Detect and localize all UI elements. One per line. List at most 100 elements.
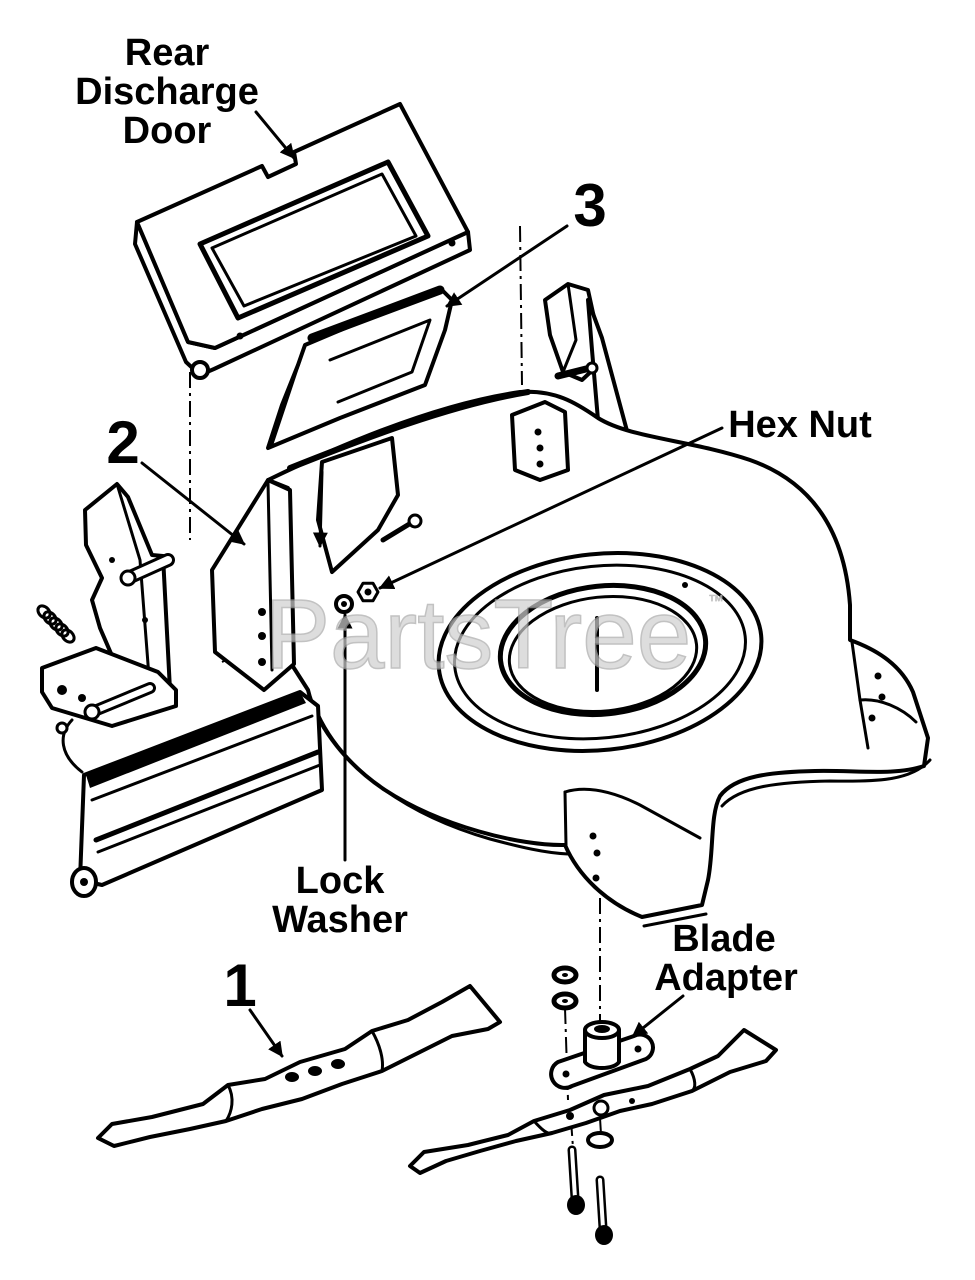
adjuster-wire-ring	[55, 721, 69, 735]
rear-discharge-door-hinge-curl	[190, 360, 210, 380]
front-housing-hole-2	[593, 849, 601, 857]
label-item-3: 3	[573, 172, 606, 239]
side-plate-bend	[266, 480, 274, 672]
label-blade-adapter: Blade Adapter	[654, 918, 798, 999]
blade-2-twist-left	[532, 1119, 554, 1135]
side-plate-hole-3	[258, 658, 266, 666]
adapter-washer-lower-hole	[562, 999, 568, 1003]
front-housing-hole-3	[592, 874, 600, 882]
rear-axle	[554, 364, 594, 380]
label-lock-washer-line-1: Lock	[296, 860, 386, 902]
label-rear-discharge-door-line-3: Door	[123, 110, 212, 152]
adjuster-pin-end	[119, 569, 137, 587]
adjuster-bracket-bend	[115, 482, 152, 692]
front-housing-side-edge	[563, 790, 568, 847]
spring-coil-2	[42, 610, 58, 626]
blade-adapter-hub	[583, 1028, 621, 1070]
adjuster-lever-plate	[40, 646, 178, 728]
deck-skirt-front	[642, 912, 708, 928]
adjuster-lever-hole-1	[57, 685, 67, 695]
flap-hinge-rod	[307, 285, 445, 343]
label-lock-washer-line-2: Washer	[272, 899, 408, 941]
label-rear-discharge-door-line-1: Rear	[125, 32, 210, 74]
blade-1-hole-3	[331, 1059, 345, 1069]
side-plate-hole-2	[258, 632, 266, 640]
deck-middle-ring	[453, 563, 747, 741]
blade-adapter-hole-right	[634, 1045, 642, 1053]
blade-adapter-bore	[594, 1025, 610, 1033]
label-blade-adapter-line-1: Blade	[672, 918, 775, 960]
rear-roller-stripe-1	[90, 714, 314, 802]
rear-roller-stripe-3	[96, 763, 322, 854]
blade-bolt-2-head	[595, 1225, 613, 1245]
deck-hole	[682, 582, 688, 588]
label-lock-washer: Lock Washer	[272, 860, 408, 941]
front-housing-hole-1	[589, 832, 597, 840]
label-rear-discharge-door: Rear Discharge Door	[75, 32, 259, 152]
right-corner-hole-1	[874, 672, 882, 680]
right-corner-housing-top	[858, 698, 918, 724]
adjuster-rod-end	[83, 703, 101, 721]
leader-blade-adapter	[631, 994, 685, 1038]
rear-discharge-door-hole-left	[236, 332, 244, 340]
rear-discharge-door-window-outer	[197, 159, 431, 321]
washer-alignment-line	[564, 1007, 569, 1101]
blade-adapter-hole-left	[562, 1070, 570, 1078]
adjuster-lever-hole-2	[78, 694, 86, 702]
baffle-bolt-shaft	[380, 520, 414, 543]
right-corner-hole-2	[878, 693, 886, 701]
label-blade-adapter-line-2: Adapter	[654, 957, 798, 999]
leader-item-1	[248, 1008, 284, 1058]
adjuster-spring	[36, 604, 76, 644]
rear-hinge-bracket-hole-3	[536, 460, 544, 468]
door-right-alignment-line	[519, 225, 523, 386]
blade-1-twist-left	[224, 1083, 234, 1123]
adjuster-rod-body	[89, 685, 153, 715]
mower-deck	[266, 389, 932, 928]
rear-hinge-bracket-hole-2	[536, 444, 544, 452]
flap-side-fin	[270, 358, 302, 446]
front-housing-top-edge	[563, 787, 702, 840]
leader-item-3	[445, 224, 569, 308]
rear-hinge-bracket	[510, 400, 570, 482]
adjuster-bracket-hole-1	[109, 557, 115, 563]
blade-bolt-washer	[586, 1131, 614, 1149]
leader-lines	[140, 110, 724, 1058]
blade-1-hole-2	[308, 1066, 322, 1076]
rear-hinge-bracket-hole-1	[534, 428, 542, 436]
label-rear-discharge-door-line-2: Discharge	[75, 71, 259, 113]
height-adjuster-assembly	[36, 482, 178, 774]
blade-2-twist-right	[688, 1067, 697, 1093]
blade-1-hole-1	[285, 1072, 299, 1082]
rear-roller-stripe-2	[93, 749, 321, 843]
label-item-1: 1	[223, 952, 256, 1019]
leader-hex-nut	[378, 426, 724, 590]
watermark-trademark: ™	[708, 593, 724, 610]
rear-wheel-bracket-bend	[561, 282, 578, 374]
lock-washer-hole	[341, 601, 347, 607]
item-2-side-plate	[210, 436, 423, 692]
blade-bolt-1-shaft	[570, 1148, 577, 1200]
blade-2-hole-1	[566, 1112, 574, 1120]
rear-discharge-door	[133, 102, 472, 380]
deck-skirt-right	[720, 758, 932, 808]
deck-baffle	[316, 436, 400, 574]
fasteners-side	[334, 581, 380, 614]
spring-coil-4	[54, 622, 70, 638]
label-hex-nut: Hex Nut	[728, 404, 872, 446]
watermark-text: PartsTree	[265, 579, 692, 689]
watermark: PartsTree ™	[264, 578, 724, 690]
item-3-flap	[266, 285, 454, 450]
blade-1	[96, 984, 502, 1148]
label-item-2: 2	[106, 409, 139, 476]
hex-nut-hole	[364, 588, 372, 596]
leader-rear-discharge-door	[254, 110, 296, 160]
deck-motor-opening	[497, 582, 709, 718]
deck-outer-ring	[436, 551, 764, 753]
rear-axle-cap	[585, 361, 599, 375]
rear-discharge-door-hole-right	[448, 239, 456, 247]
adapter-washer-upper-hole	[562, 973, 568, 977]
spring-coil-3	[48, 616, 64, 632]
